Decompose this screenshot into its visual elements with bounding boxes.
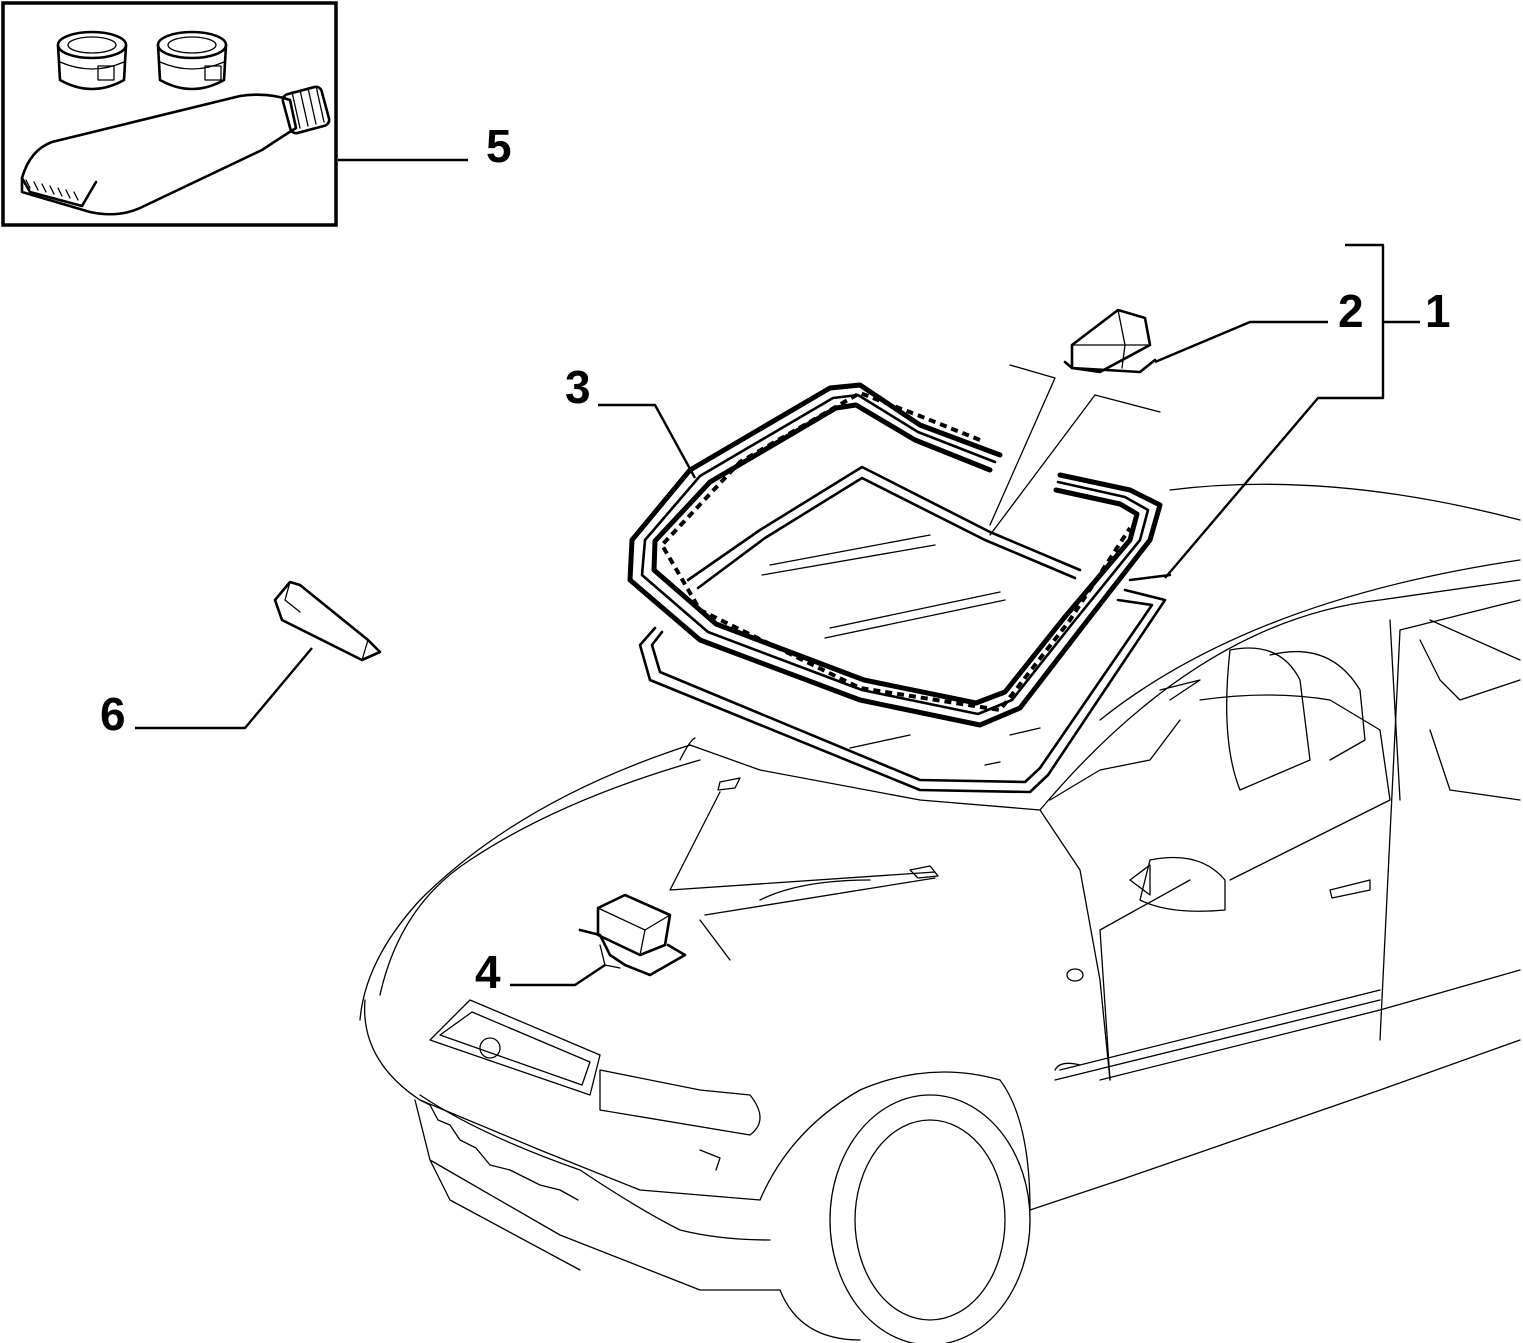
trim-clip [273, 580, 382, 662]
car-body-outline [359, 483, 1521, 1343]
callout-3: 3 [565, 361, 591, 413]
callout-2: 2 [1338, 285, 1364, 337]
callout-5: 5 [486, 120, 512, 172]
adhesive-tube [20, 85, 331, 216]
rear-view-mirror-base [578, 893, 687, 977]
primer-tin-left [56, 30, 128, 91]
callout-6: 6 [100, 688, 126, 740]
primer-tin-right [156, 30, 228, 91]
callout-1: 1 [1425, 285, 1451, 337]
glue-kit-inset [1, 1, 338, 227]
windscreen-clip [1063, 308, 1157, 374]
callout-4: 4 [475, 946, 501, 998]
windscreen-seal [627, 382, 1163, 728]
windscreen-glass [638, 364, 1172, 794]
